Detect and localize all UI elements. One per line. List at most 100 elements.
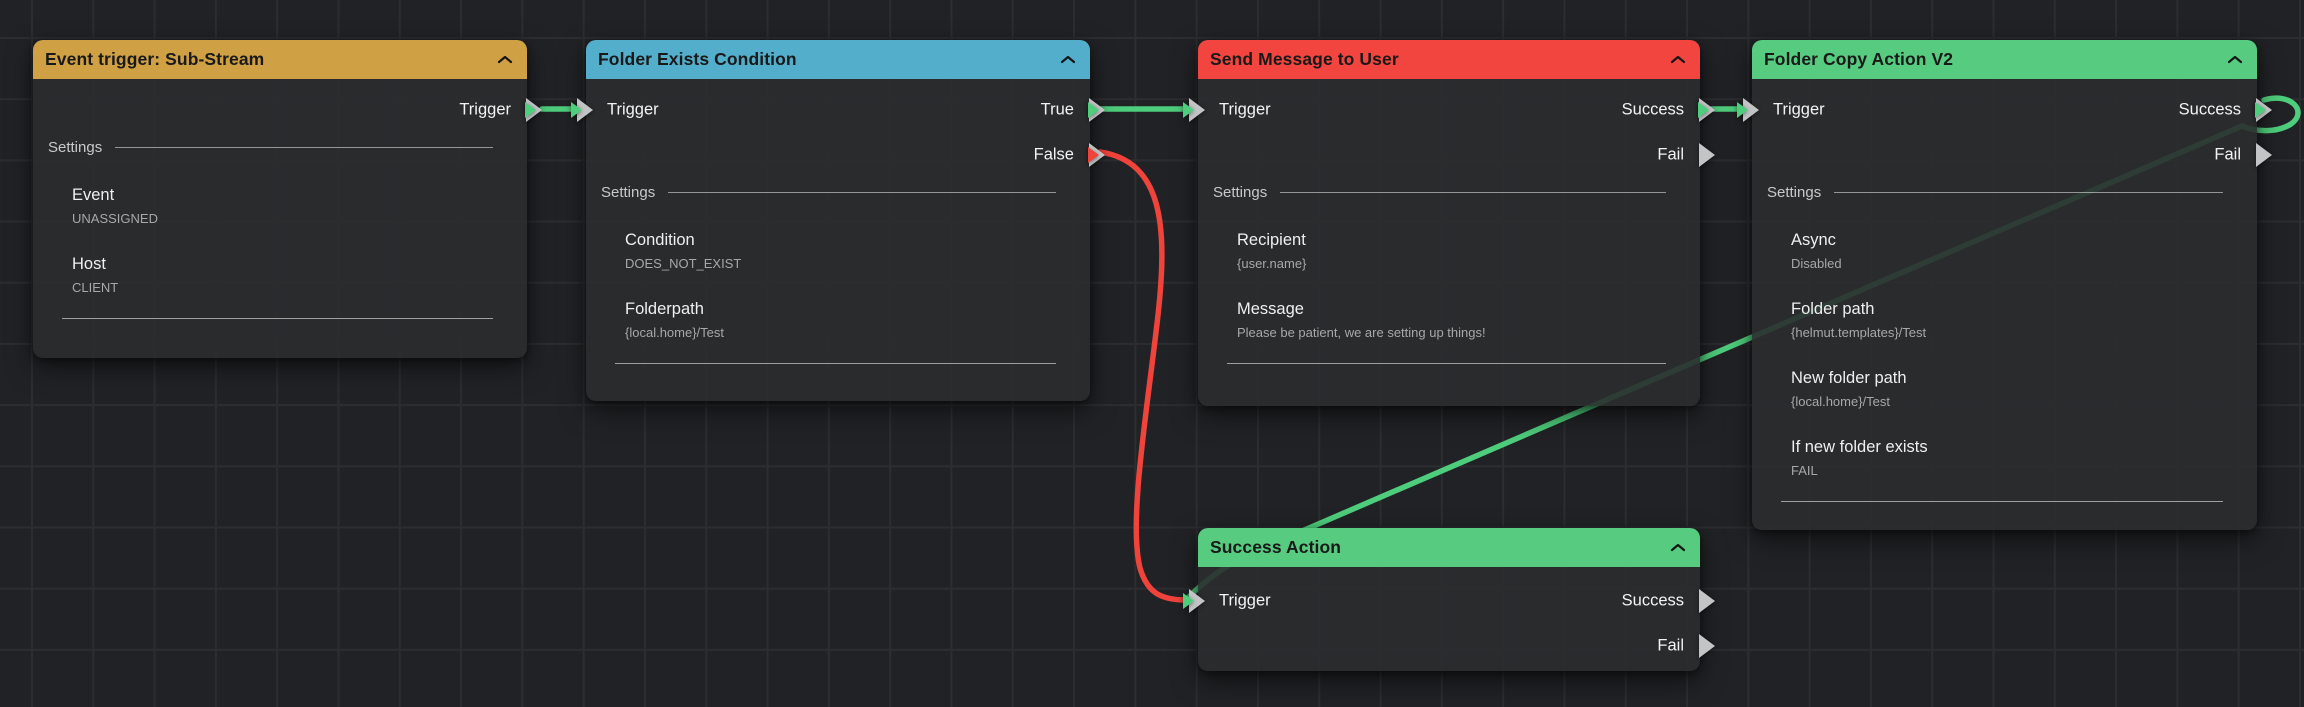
port-row: Fail xyxy=(1198,623,1715,668)
node-bottom-divider xyxy=(62,318,493,319)
node-send-message-to-user[interactable]: Send Message to User Trigger Success Fai… xyxy=(1183,40,1715,406)
port-true-out[interactable] xyxy=(1088,97,1105,122)
setting-if-new-folder-exists: If new folder exists FAIL xyxy=(1791,436,2257,479)
port-fail-out[interactable] xyxy=(1699,633,1715,658)
node-header[interactable]: Success Action xyxy=(1198,528,1700,567)
setting-event: Event UNASSIGNED xyxy=(72,184,527,227)
port-trigger-in[interactable] xyxy=(1737,97,1759,122)
setting-value: {local.home}/Test xyxy=(625,325,725,340)
setting-async: Async Disabled xyxy=(1791,229,2257,272)
node-success-action[interactable]: Success Action Trigger Success Fail xyxy=(1183,528,1715,671)
settings-label: Settings xyxy=(1213,183,1268,201)
setting-label: Event xyxy=(72,186,115,204)
wire-arrowhead-icon xyxy=(1737,101,1748,118)
setting-label: Async xyxy=(1791,231,1836,249)
port-row: Trigger Success xyxy=(1183,578,1715,623)
settings-section-header: Settings xyxy=(1213,181,1666,203)
port-success-out[interactable] xyxy=(2255,97,2272,122)
wire-arrowhead-icon xyxy=(1088,146,1099,163)
collapse-button[interactable] xyxy=(2227,55,2243,64)
settings-divider xyxy=(1834,191,2223,193)
node-title: Send Message to User xyxy=(1210,49,1399,69)
port-success-out[interactable] xyxy=(1699,588,1715,613)
port-label-success-out: Success xyxy=(1621,100,1684,118)
setting-label: Message xyxy=(1237,300,1304,318)
port-row: Trigger Success xyxy=(1183,87,1715,132)
chevron-up-icon xyxy=(1670,543,1686,552)
port-label-trigger-in: Trigger xyxy=(1219,591,1271,609)
chevron-up-icon xyxy=(2227,55,2243,64)
node-bottom-divider xyxy=(1227,363,1666,364)
setting-value: {local.home}/Test xyxy=(1791,394,1891,409)
collapse-button[interactable] xyxy=(1670,543,1686,552)
node-event-trigger-sub-stream[interactable]: Event trigger: Sub-Stream Trigger Settin… xyxy=(33,40,542,358)
node-header[interactable]: Send Message to User xyxy=(1198,40,1700,79)
node-header[interactable]: Event trigger: Sub-Stream xyxy=(33,40,527,79)
collapse-button[interactable] xyxy=(497,55,513,64)
setting-value: {user.name} xyxy=(1237,256,1307,271)
chevron-up-icon xyxy=(1060,55,1076,64)
port-triangle-icon xyxy=(1699,588,1715,613)
node-title: Folder Exists Condition xyxy=(598,49,797,69)
wire-folder-exists-false-to-success-action[interactable] xyxy=(1097,149,1189,603)
port-label-success-out: Success xyxy=(1621,591,1684,609)
collapse-button[interactable] xyxy=(1670,55,1686,64)
settings-label: Settings xyxy=(1767,183,1822,201)
setting-label: Folderpath xyxy=(625,300,704,318)
setting-label: If new folder exists xyxy=(1791,438,1928,456)
port-label-trigger-out: Trigger xyxy=(459,100,511,118)
setting-label: Condition xyxy=(625,231,695,249)
node-title: Folder Copy Action V2 xyxy=(1764,49,1954,69)
port-trigger-in[interactable] xyxy=(571,97,593,122)
port-false-out[interactable] xyxy=(1088,142,1105,167)
port-fail-out[interactable] xyxy=(2256,142,2272,167)
node-title: Event trigger: Sub-Stream xyxy=(45,49,265,69)
setting-value: CLIENT xyxy=(72,280,119,295)
settings-divider xyxy=(115,146,493,148)
port-success-out[interactable] xyxy=(1698,97,1715,122)
settings-section-header: Settings xyxy=(48,136,493,158)
port-label-trigger-in: Trigger xyxy=(1219,100,1271,118)
chevron-up-icon xyxy=(497,55,513,64)
wire-arrowhead-icon xyxy=(2255,101,2266,118)
port-trigger-out[interactable] xyxy=(525,97,542,122)
setting-new-folder-path: New folder path {local.home}/Test xyxy=(1791,367,2257,410)
port-triangle-icon xyxy=(1699,142,1715,167)
port-trigger-in[interactable] xyxy=(1183,588,1205,613)
wire-arrowhead-icon xyxy=(1698,101,1709,118)
port-triangle-icon xyxy=(1699,633,1715,658)
node-bottom-divider xyxy=(1781,501,2223,502)
wire-arrowhead-icon xyxy=(571,101,582,118)
node-folder-exists-condition[interactable]: Folder Exists Condition Trigger True Fal… xyxy=(571,40,1105,401)
port-triangle-icon xyxy=(2256,142,2272,167)
port-label-false-out: False xyxy=(1033,145,1074,163)
port-label-fail-out: Fail xyxy=(2214,145,2241,163)
settings-section-header: Settings xyxy=(1767,181,2223,203)
setting-condition: Condition DOES_NOT_EXIST xyxy=(625,229,1090,272)
chevron-up-icon xyxy=(1670,55,1686,64)
node-header[interactable]: Folder Exists Condition xyxy=(586,40,1090,79)
port-label-trigger-in: Trigger xyxy=(607,100,659,118)
collapse-button[interactable] xyxy=(1060,55,1076,64)
wire-arrowhead-icon xyxy=(1088,101,1099,118)
setting-host: Host CLIENT xyxy=(72,253,527,296)
port-label-success-out: Success xyxy=(2178,100,2241,118)
setting-value: Disabled xyxy=(1791,256,1842,271)
node-folder-copy-action-v2[interactable]: Folder Copy Action V2 Trigger Success Fa… xyxy=(1737,40,2272,530)
settings-divider xyxy=(1280,191,1666,193)
port-label-fail-out: Fail xyxy=(1657,636,1684,654)
port-fail-out[interactable] xyxy=(1699,142,1715,167)
port-row: Trigger xyxy=(33,87,542,132)
port-label-trigger-in: Trigger xyxy=(1773,100,1825,118)
port-row: Fail xyxy=(1752,132,2272,177)
setting-value: DOES_NOT_EXIST xyxy=(625,256,742,271)
settings-section-header: Settings xyxy=(601,181,1056,203)
settings-divider xyxy=(668,191,1056,193)
port-trigger-in[interactable] xyxy=(1183,97,1205,122)
node-header[interactable]: Folder Copy Action V2 xyxy=(1752,40,2257,79)
setting-value: FAIL xyxy=(1791,463,1818,478)
setting-folder-path: Folder path {helmut.templates}/Test xyxy=(1791,298,2257,341)
setting-folderpath: Folderpath {local.home}/Test xyxy=(625,298,1090,341)
setting-label: Folder path xyxy=(1791,300,1875,318)
